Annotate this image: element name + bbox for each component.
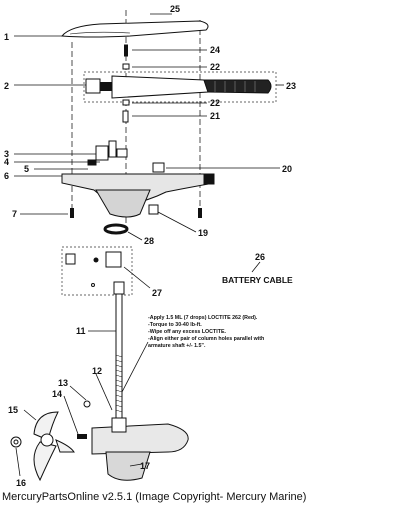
callout-20: 20 — [282, 164, 292, 174]
callout-14: 14 — [52, 389, 62, 399]
callout-23: 23 — [286, 81, 296, 91]
lower-unit-motor-part — [91, 417, 189, 481]
callout-25: 25 — [170, 4, 180, 14]
callout-11: 11 — [76, 326, 86, 336]
copyright-footer: MercuryPartsOnline v2.5.1 (Image Copyrig… — [2, 491, 307, 503]
assembly-note-line: armature shaft +/- 1.5". — [148, 343, 206, 349]
bolt-part — [198, 208, 202, 218]
washer-part — [122, 99, 130, 106]
base-housing-part — [61, 173, 215, 218]
callout-21: 21 — [210, 111, 220, 121]
assembly-note-line: -Align either pair of column holes paral… — [148, 336, 264, 342]
column-shaft-part — [113, 281, 125, 425]
callout-7: 7 — [12, 209, 17, 219]
prop-nut-part — [10, 436, 22, 448]
callout-16: 16 — [16, 478, 26, 488]
tiller-handle-part — [83, 71, 277, 103]
assembly-note-line: -Torque to 30-40 lb-ft. — [148, 322, 202, 328]
bolt-part — [70, 208, 74, 218]
washer-part — [77, 434, 87, 439]
clamp-assembly-part — [61, 246, 133, 296]
callout-5: 5 — [24, 164, 29, 174]
assembly-note-line: -Wipe off any excess LOCTITE. — [148, 329, 226, 335]
callout-28: 28 — [144, 236, 154, 246]
callout-4: 4 — [4, 157, 9, 167]
callout-22: 22 — [210, 62, 220, 72]
switch-bracket-part — [87, 140, 128, 166]
collar-part — [148, 204, 159, 215]
drive-pin-part — [83, 400, 91, 408]
leader-lines — [14, 13, 284, 477]
assembly-notes: -Apply 1.5 ML (7 drops) LOCTITE 262 (Red… — [148, 315, 264, 349]
washer-part — [122, 63, 130, 70]
callout-19: 19 — [198, 228, 208, 238]
battery-cable-label: BATTERY CABLE — [222, 275, 293, 285]
callout-12: 12 — [92, 366, 102, 376]
callout-26: 26 — [255, 252, 265, 262]
propeller-part — [33, 411, 75, 482]
callout-6: 6 — [4, 171, 9, 181]
callout-2: 2 — [4, 81, 9, 91]
callout-3: 3 — [4, 149, 9, 159]
screw-part — [124, 44, 128, 57]
assembly-note-line: -Apply 1.5 ML (7 drops) LOCTITE 262 (Red… — [148, 315, 258, 321]
callout-15: 15 — [8, 405, 18, 415]
callout-27: 27 — [152, 288, 162, 298]
o-ring-part — [103, 223, 129, 235]
callout-13: 13 — [58, 378, 68, 388]
callout-1: 1 — [4, 32, 9, 42]
top-cover-part — [61, 20, 209, 38]
callout-22: 22 — [210, 98, 220, 108]
callout-17: 17 — [140, 461, 150, 471]
nut-part — [152, 162, 165, 173]
callout-24: 24 — [210, 45, 220, 55]
pin-part — [122, 110, 129, 123]
